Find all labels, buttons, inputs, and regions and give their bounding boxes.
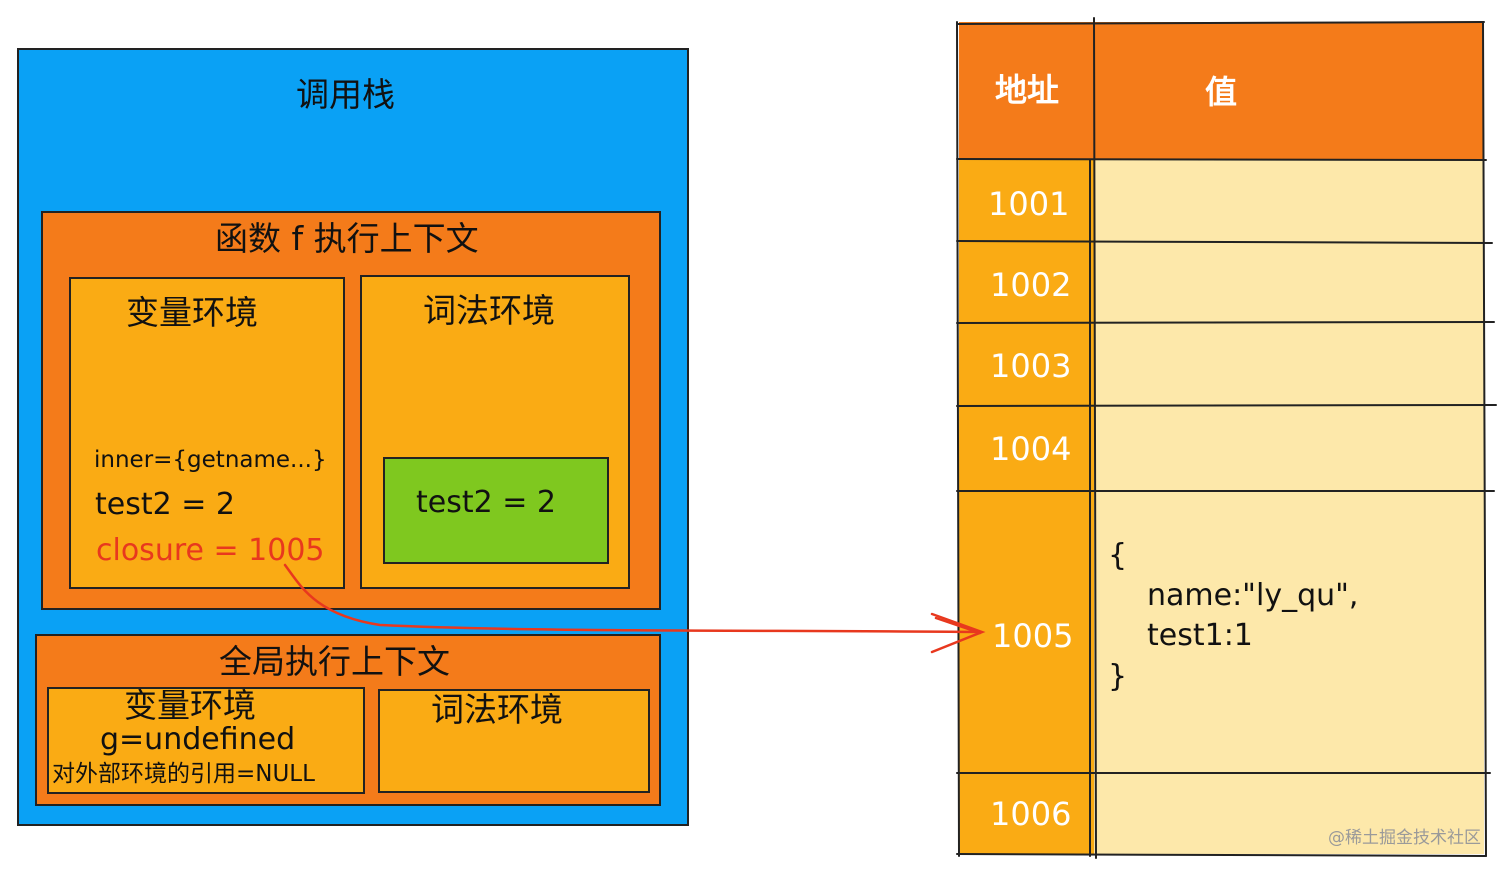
memory-left-border <box>956 21 960 857</box>
g-binding: g=undefined <box>100 722 296 757</box>
memory-top-border <box>956 21 1485 25</box>
memory-row-line <box>956 240 1493 244</box>
memory-address-1005: 1005 <box>992 617 1074 655</box>
memory-right-border <box>1482 21 1487 857</box>
lexical-test2-box <box>383 457 609 564</box>
object-close-brace: } <box>1108 659 1128 694</box>
memory-address-1003: 1003 <box>990 347 1072 385</box>
memory-value-column <box>1094 160 1484 854</box>
outer-reference-binding: 对外部环境的引用=NULL <box>52 761 315 787</box>
memory-row-line <box>956 321 1495 324</box>
closure-reference-arrow <box>283 563 982 634</box>
test2-binding: test2 = 2 <box>95 487 235 522</box>
function-variable-environment <box>69 277 345 589</box>
memory-address-1002: 1002 <box>990 266 1072 304</box>
call-stack-title: 调用栈 <box>296 75 395 114</box>
global-variable-env-title: 变量环境 <box>124 686 256 725</box>
memory-header-address: 地址 <box>995 71 1060 109</box>
object-open-brace: { <box>1108 538 1128 573</box>
memory-row-line <box>956 404 1497 407</box>
memory-header-address-cell <box>959 22 1094 160</box>
memory-header-value: 值 <box>1205 73 1238 111</box>
closure-binding: closure = 1005 <box>96 533 325 568</box>
memory-column-divider <box>1093 17 1097 859</box>
object-name-property: name:"ly_qu", <box>1147 578 1359 613</box>
watermark: @稀土掘金技术社区 <box>1328 828 1481 848</box>
global-lexical-environment <box>378 689 650 793</box>
function-context-title: 函数 f 执行上下文 <box>215 219 479 258</box>
inner-binding: inner={getname...} <box>94 447 327 473</box>
memory-address-1006: 1006 <box>990 795 1072 833</box>
global-variable-environment <box>47 687 365 794</box>
global-context-title: 全局执行上下文 <box>219 642 450 681</box>
function-variable-env-title: 变量环境 <box>126 293 258 332</box>
memory-address-1001: 1001 <box>988 185 1070 223</box>
function-lexical-env-title: 词法环境 <box>423 291 555 330</box>
object-test1-property: test1:1 <box>1147 618 1253 653</box>
memory-address-1004: 1004 <box>990 430 1072 468</box>
closure-arrow-head <box>930 612 986 654</box>
global-lexical-env-title: 词法环境 <box>431 690 563 729</box>
lexical-test2-binding: test2 = 2 <box>416 485 556 520</box>
memory-address-column <box>959 160 1094 854</box>
memory-header-line <box>956 158 1487 161</box>
memory-bottom-border <box>956 853 1487 857</box>
memory-header-value-cell <box>1094 22 1484 160</box>
